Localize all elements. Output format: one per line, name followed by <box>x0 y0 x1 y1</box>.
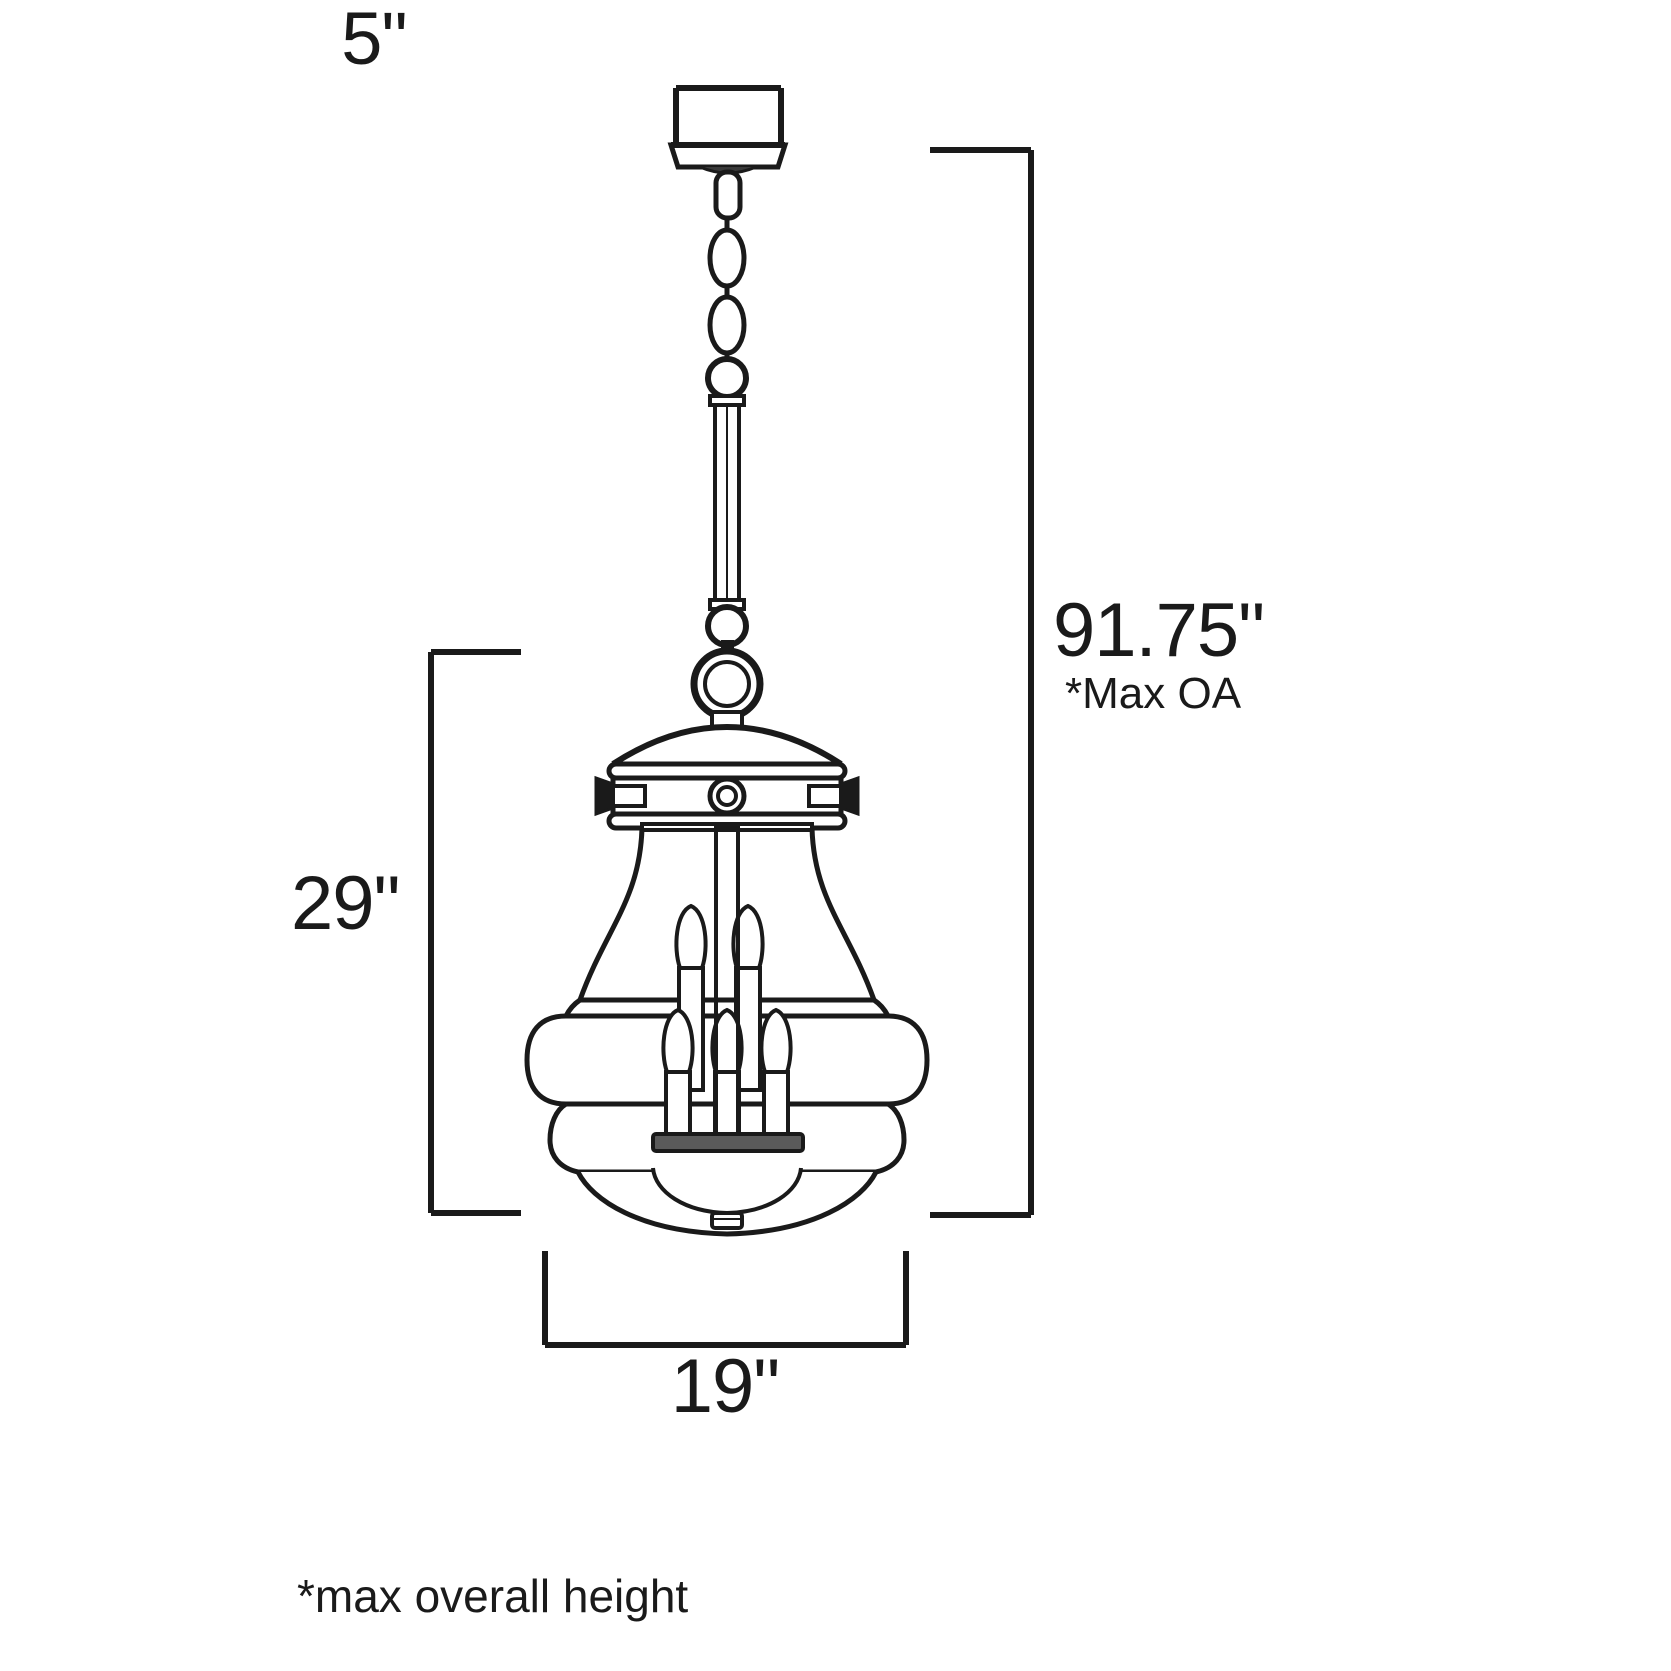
hanger-ring <box>690 647 764 730</box>
ceiling-canopy <box>667 142 789 175</box>
dimension-note-max-oa: *Max OA <box>1065 669 1242 718</box>
collar-band <box>594 761 860 831</box>
socket-base-plate <box>651 1132 805 1153</box>
dimension-bracket-body-height <box>428 649 521 1216</box>
connector-ring-lower <box>705 598 749 658</box>
dimension-bracket-bottom-width <box>542 1251 909 1348</box>
dimension-bracket-top-width <box>673 85 784 150</box>
dimension-bracket-overall-height <box>930 147 1034 1218</box>
downrod <box>713 403 741 602</box>
candelabra-bulbs-lower <box>661 1007 793 1136</box>
dimension-label-bottom-width: 19" <box>670 1344 781 1429</box>
urn-glass-shade <box>577 822 877 1001</box>
dimension-value-top-width: 5" <box>341 0 407 80</box>
thumbscrew-right <box>807 775 860 817</box>
domed-cap <box>611 724 843 767</box>
connector-ring-upper <box>705 356 749 407</box>
dimension-label-top-width: 5" <box>0 2 1671 76</box>
inner-bowl <box>651 1167 803 1230</box>
suspension-chain <box>707 169 747 368</box>
thumbscrew-left <box>594 775 647 817</box>
pendant-fixture-illustration <box>524 142 930 1237</box>
footnote-max-overall-height: *max overall height <box>297 1570 689 1622</box>
dimension-label-body-height: 29" <box>291 861 401 946</box>
dimension-label-overall-height: 91.75" <box>1053 588 1265 673</box>
